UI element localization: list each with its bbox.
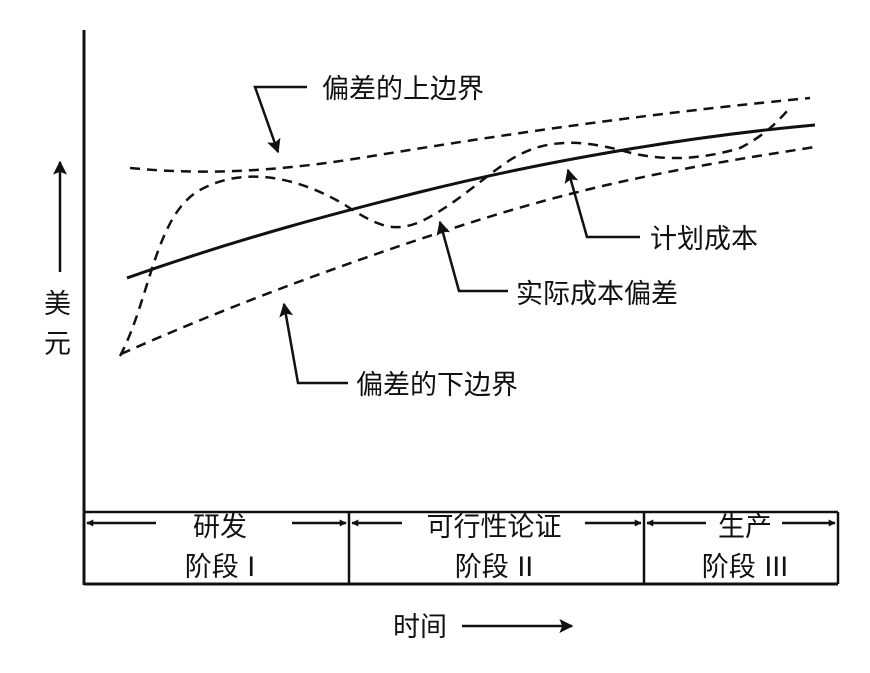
lower-bound-pointer xyxy=(279,302,348,385)
phase-1-stage: 阶段 I xyxy=(185,552,256,583)
actual-deviation-label: 实际成本偏差 xyxy=(516,279,678,310)
lower-bound-curve xyxy=(120,145,816,356)
upper-bound-curve xyxy=(129,96,811,173)
upper-bound-pointer xyxy=(253,85,307,154)
y-axis-label-2: 元 xyxy=(44,329,71,360)
phase-3-stage: 阶段 III xyxy=(702,552,788,583)
phase-1-title: 研发 xyxy=(193,512,247,543)
actual-cost-deviation-curve xyxy=(118,109,789,357)
phase-2-stage: 阶段 II xyxy=(455,552,534,583)
upper-bound-label: 偏差的上边界 xyxy=(322,74,484,105)
actual-deviation-pointer xyxy=(436,220,508,293)
planned-cost-pointer xyxy=(564,168,640,239)
planned-cost-curve xyxy=(126,123,816,280)
phase-3-title: 生产 xyxy=(718,512,772,543)
phase-2-title: 可行性论证 xyxy=(427,512,562,543)
planned-cost-label: 计划成本 xyxy=(650,224,758,255)
lower-bound-label: 偏差的下边界 xyxy=(356,370,518,401)
y-axis-label-1: 美 xyxy=(44,289,71,320)
x-axis-label: 时间 xyxy=(393,612,447,643)
